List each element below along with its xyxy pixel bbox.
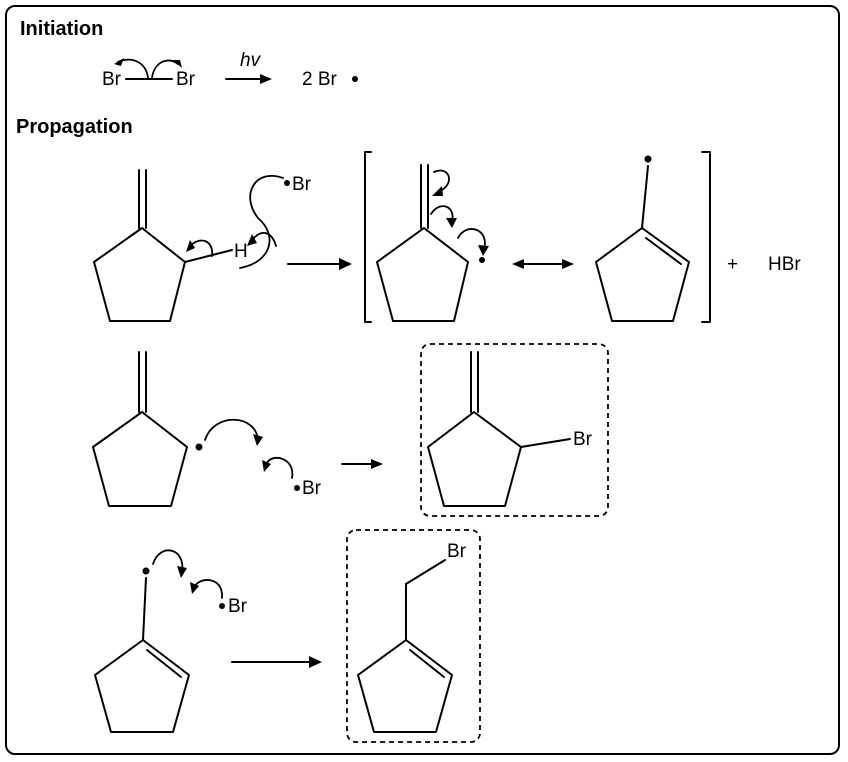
fishhook-head-icon [190,582,199,594]
radical-dot-icon [479,257,485,263]
cyclopentene-ring [357,639,453,733]
scheme-frame [5,5,840,755]
radical-dot-icon [352,76,358,82]
br-right-label: Br [176,69,196,90]
arrowhead-icon [371,459,383,469]
br-left-label: Br [102,69,122,90]
c-br-bond [520,438,571,448]
methylenecyclopentane-reactant: H [93,169,248,322]
hv-condition: hv [240,50,262,71]
radical-dot-icon [294,485,300,491]
fishhook-arrow-icon [251,232,277,247]
left-bracket [364,151,372,323]
allylic-radical-form-2 [595,155,690,322]
ch2-br-bond [405,559,446,585]
cyclopentane-ring [427,411,522,507]
fishhook-arrow-icon [189,239,213,257]
hbr-byproduct: HBr [768,254,801,275]
fishhook-head-icon [253,434,263,446]
allylic-radical-form-1 [376,164,489,322]
fishhook-head-icon [247,234,257,246]
bromomethylenecyclopentane-product: Br [427,351,593,507]
br-radical-label: Br [302,478,322,499]
cyclopentane-ring [93,227,186,322]
fishhook-arrow-icon [204,418,259,441]
radical-dot-icon [644,155,652,163]
fishhook-head-icon [186,240,195,252]
bromine-radical-attack: Br [239,174,312,269]
cyclopentane-ring [376,227,469,322]
fishhook-head-icon [114,58,124,66]
bromomethylcyclopentene-product: Br [357,541,467,733]
endocyclic-double-bond [409,649,445,678]
product-br-label: Br [447,541,467,562]
endocyclic-double-bond [146,649,182,678]
br-radical-label: Br [292,174,312,195]
product-br-label: Br [573,429,593,450]
radical-dot-icon [284,180,290,186]
fishhook-arrow-icon [265,457,294,479]
cyclopentane-ring [92,411,188,507]
arrowhead-icon [309,656,322,668]
product-highlight-box [346,529,481,743]
br-radical-label: Br [228,596,248,617]
allylic-radical-reactant-b [94,567,190,733]
bromine-radical-product: 2 Br [302,69,338,90]
fishhook-arrow-icon [152,549,184,573]
fishhook-head-icon [177,566,187,578]
ch2-bond [142,577,147,641]
product-highlight-box [420,343,609,517]
fishhook-head-icon [432,186,443,196]
radical-dot-icon [142,567,150,575]
hydrogen-label: H [234,241,248,262]
fishhook-head-icon [478,245,489,256]
arrowhead-icon [339,258,352,270]
c-h-bond [184,249,233,263]
ch2-bond [641,165,649,229]
fishhook-head-icon [262,460,271,472]
fishhook-head-icon [446,218,457,228]
allylic-radical-reactant-a [92,351,203,507]
arrowhead-icon [512,259,524,269]
fishhook-arrow-icon [117,58,149,79]
arrowhead-icon [562,259,574,269]
fishhook-arrow-icon [239,175,284,269]
propagation-heading: Propagation [16,116,133,138]
plus-sign: + [727,254,738,275]
arrowhead-icon [260,74,272,84]
fishhook-arrow-icon [193,579,223,599]
fishhook-head-icon [173,60,182,68]
cyclopentene-ring [94,639,190,733]
radical-dot-icon [195,443,203,451]
endocyclic-double-bond [645,237,682,265]
radical-dot-icon [219,603,225,609]
fishhook-arrow-icon [457,228,486,251]
br2-molecule: Br Br [102,58,196,90]
initiation-heading: Initiation [20,18,103,40]
right-bracket [701,151,711,323]
fishhook-arrow-icon [151,59,179,79]
cyclopentene-ring [595,227,690,322]
